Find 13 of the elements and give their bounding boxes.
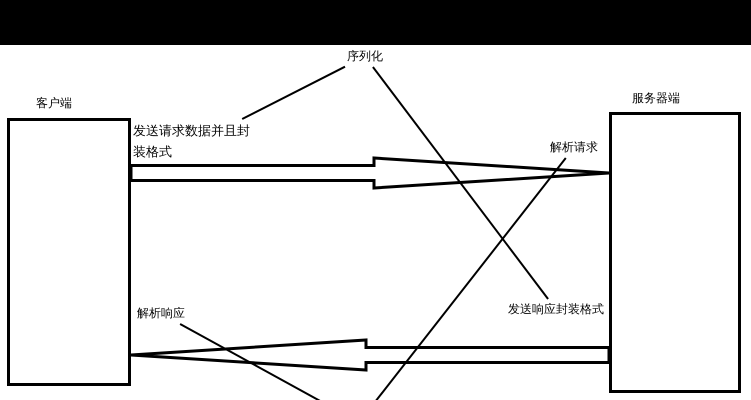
step-label: 发送请求数据并且封装格式	[133, 121, 261, 163]
step-label: 解析响应	[137, 305, 185, 322]
box-heading: 客户端	[36, 95, 72, 112]
leader-line	[374, 157, 567, 400]
leader-line	[180, 323, 322, 400]
serialization-label: 序列化	[347, 48, 383, 65]
box-heading: 服务器端	[632, 90, 680, 107]
step-label: 解析请求	[550, 139, 598, 156]
step-label: 发送响应封装格式	[508, 301, 604, 318]
leader-line	[372, 66, 549, 300]
block-arrow	[130, 338, 610, 372]
leader-line	[242, 66, 346, 120]
block-arrow	[130, 156, 610, 190]
